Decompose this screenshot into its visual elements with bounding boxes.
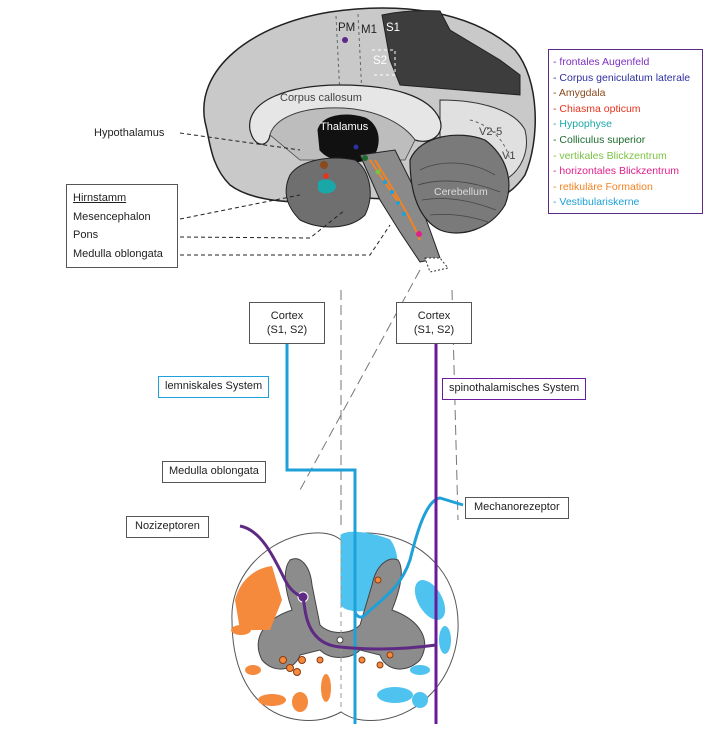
legend-item-corpus-geniculatum: - Corpus geniculatum laterale	[553, 71, 691, 84]
legend-item-chiasma-opticum: - Chiasma opticum	[553, 102, 641, 115]
hirnstamm-title: Hirnstamm	[73, 192, 127, 204]
legend-item-amygdala: - Amygdala	[553, 87, 606, 100]
hirnstamm-item: Mesencephalon	[73, 210, 151, 223]
region-label-cerebellum: Cerebellum	[434, 186, 488, 198]
legend-item-colliculus-superior: - Colliculus superior	[553, 133, 646, 146]
region-label-pm: PM	[338, 22, 356, 34]
region-label-corpus-callosum: Corpus callosum	[280, 92, 362, 104]
cortex-right-line2: (S1, S2)	[413, 324, 455, 336]
region-label-m1: M1	[361, 24, 377, 36]
legend-item-vertikales-blickzentrum: - vertikales Blickzentrum	[553, 149, 667, 162]
label-hypothalamus: Hypothalamus	[94, 127, 165, 139]
cortex-left-line1: Cortex	[270, 310, 304, 322]
spinal-cord	[231, 531, 459, 721]
gray-matter	[257, 558, 426, 670]
medulla-oblongata-label: Medulla oblongata	[162, 461, 266, 483]
lemniscal-system-label: lemniskales System	[158, 376, 270, 398]
cerebellum	[409, 134, 510, 234]
cortex-left-line2: (S1, S2)	[266, 324, 308, 336]
hirnstamm-box: Hirnstamm Mesencephalon Pons Medulla obl…	[66, 184, 178, 268]
nociceptor-pathway	[239, 524, 437, 651]
region-label-s1: S1	[386, 22, 401, 34]
nozizeptoren-label: Nozizeptoren	[126, 516, 209, 538]
legend-box: - frontales Augenfeld - Corpus geniculat…	[548, 49, 703, 214]
mechanorezeptor-label: Mechanorezeptor	[465, 497, 569, 519]
cortex-box-left: Cortex (S1, S2)	[249, 302, 325, 344]
region-label-thalamus: Thalamus	[320, 121, 369, 133]
cortex-box-right: Cortex (S1, S2)	[396, 302, 472, 344]
brain-sagittal	[179, 7, 536, 273]
legend-item-frontales-augenfeld: - frontales Augenfeld	[553, 56, 650, 68]
hirnstamm-item: Pons	[73, 229, 99, 241]
s1-strip	[381, 10, 521, 96]
region-label-s2: S2	[373, 55, 388, 67]
legend-item-vestibulariskerne: - Vestibulariskerne	[553, 196, 640, 209]
cortex-right-line1: Cortex	[417, 310, 451, 322]
region-label-v1: V1	[502, 150, 516, 162]
legend-item-hypophyse: - Hypophyse	[553, 118, 612, 131]
legend-item-horizontales-blickzentrum: - horizontales Blickzentrum	[553, 165, 680, 178]
spinothalamic-system-label: spinothalamisches System	[442, 378, 587, 400]
legend-item-retikulaere-formation: - retikuläre Formation	[553, 180, 653, 193]
hirnstamm-item: Medulla oblongata	[73, 247, 163, 260]
region-label-v2-5: V2-5	[479, 126, 503, 138]
